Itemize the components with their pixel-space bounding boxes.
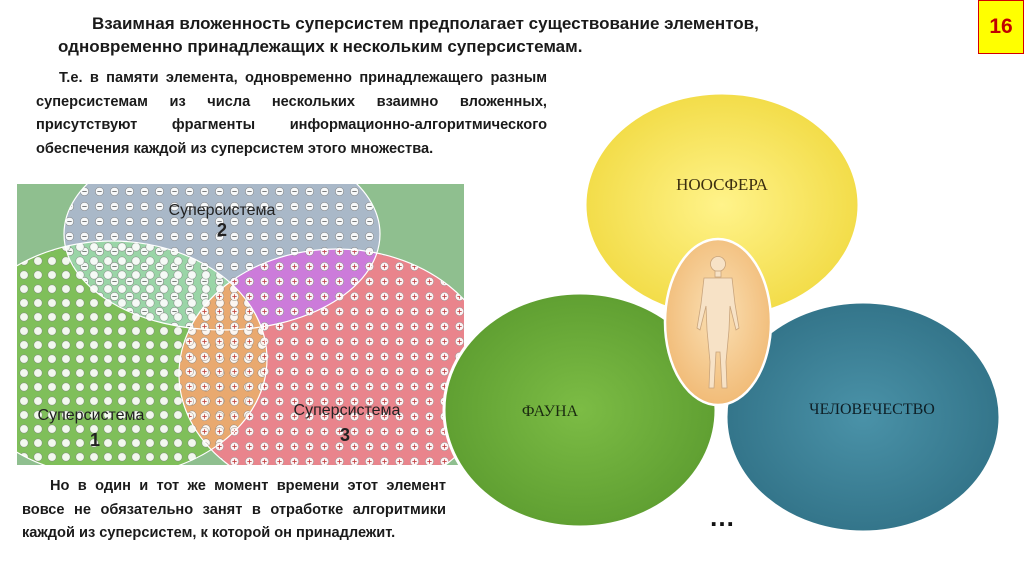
label-noosphere: НООСФЕРА — [676, 175, 768, 194]
title-line-1: Взаимная вложенность суперсистем предпол… — [58, 12, 970, 35]
venn-label-3: Суперсистема — [294, 402, 401, 419]
venn-label-2: Суперсистема — [169, 202, 276, 219]
label-fauna: ФАУНА — [522, 403, 579, 420]
label-humanity: ЧЕЛОВЕЧЕСТВО — [809, 401, 935, 418]
ellipsis-text: … — [709, 502, 735, 532]
venn-number-3: 3 — [340, 425, 350, 445]
venn-number-1: 1 — [90, 430, 100, 450]
paragraph-time: Но в один и тот же момент времени этот э… — [22, 475, 446, 546]
supersystems-venn-diagram: Суперсистема 2 Суперсистема 1 Суперсисте… — [17, 184, 464, 465]
venn-number-2: 2 — [217, 220, 227, 240]
title-line-2: одновременно принадлежащих к нескольким … — [58, 37, 582, 56]
spheres-diagram: НООСФЕРА ФАУНА ЧЕЛОВЕЧЕСТВО … — [440, 90, 1024, 574]
slide-title: Взаимная вложенность суперсистем предпол… — [58, 12, 970, 58]
page-number-badge: 16 — [978, 0, 1024, 54]
venn-label-1: Суперсистема — [38, 407, 145, 424]
